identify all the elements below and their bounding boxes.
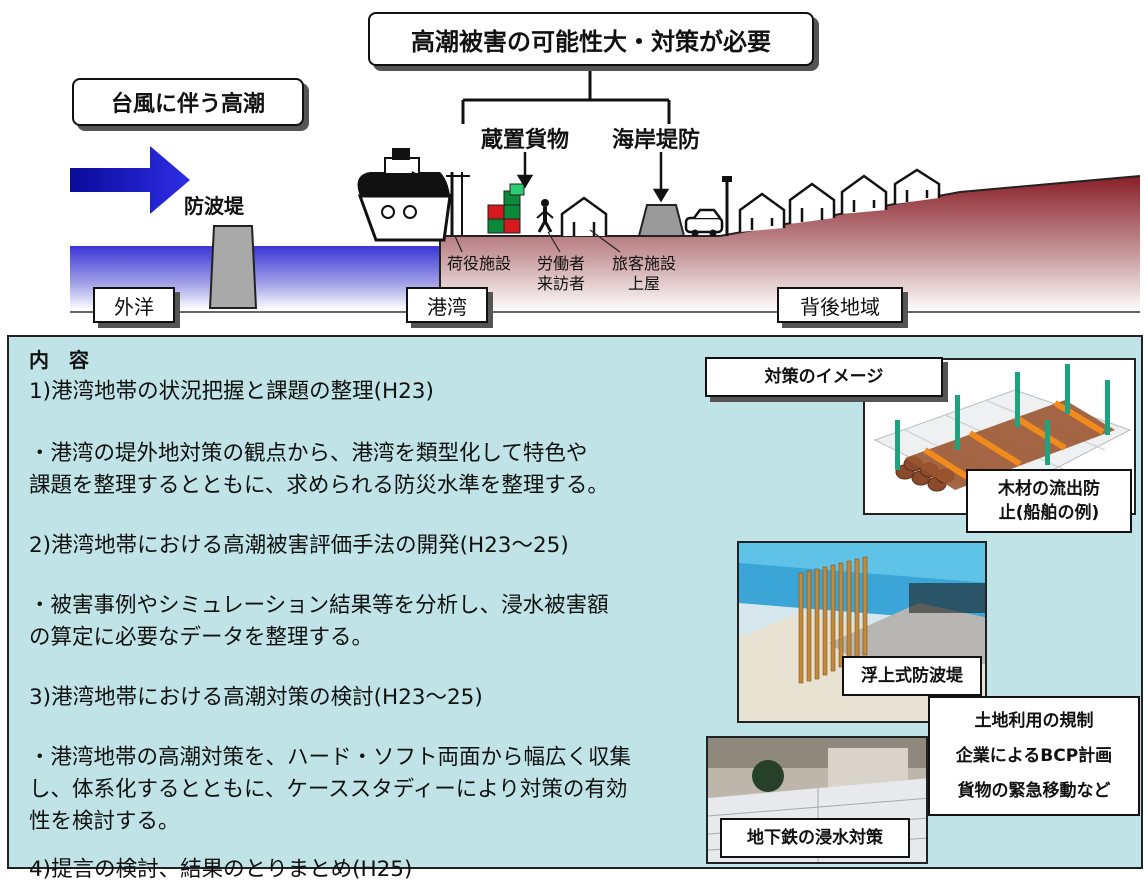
surge-arrow — [70, 146, 190, 214]
houses-icon — [738, 168, 941, 232]
callout-connector — [461, 64, 671, 124]
item-3-desc-line-3: 性を検討する。 — [29, 809, 180, 834]
stored-cargo-label: 蔵置貨物 — [481, 128, 570, 153]
worker-icon — [536, 199, 554, 233]
soft-measures-box: 土地利用の規制 企業によるBCP計画 貨物の緊急移動など — [928, 696, 1140, 816]
passenger-facility-label: 旅客施設 — [612, 254, 677, 273]
item-3-desc-line-2: し、体系化するとともに、ケーススタディーにより対策の有効 — [29, 777, 628, 802]
seawall — [637, 204, 686, 237]
breakwater-label: 防波堤 — [184, 194, 244, 218]
item-1-desc-line-2: 課題を整理するとともに、求められる防災水準を整理する。 — [29, 473, 609, 498]
item-1-desc-line-1: ・港湾の堤外地対策の観点から、港湾を類型化して特色や — [29, 441, 588, 466]
ship-icon — [357, 148, 453, 242]
item-4-title: 4)提言の検討、結果のとりまとめ(H25) — [29, 857, 413, 882]
typhoon-label: 台風に伴う高潮 — [72, 78, 304, 126]
soft-measure-cargo-move: 貨物の緊急移動など — [957, 780, 1111, 801]
soft-measure-land-use: 土地利用の規制 — [974, 711, 1094, 732]
shed-icon — [560, 196, 608, 236]
measures-image-title: 対策のイメージ — [705, 357, 943, 397]
workers-label: 労働者 — [537, 254, 586, 273]
cargo-containers-icon — [487, 183, 525, 234]
pointer-arrows — [516, 152, 670, 203]
item-1-title: 1)港湾地帯の状況把握と課題の整理(H23) — [29, 379, 434, 404]
timber-caption: 木材の流出防 止(船舶の例) — [966, 469, 1132, 533]
zone-port: 港湾 — [406, 287, 488, 323]
item-3-title: 3)港湾地帯における高潮対策の検討(H23～25) — [29, 685, 483, 710]
zone-open-sea: 外洋 — [93, 287, 175, 323]
visitors-label: 来訪者 — [537, 274, 586, 293]
item-2-desc-line-2: の算定に必要なデータを整理する。 — [29, 625, 374, 650]
shed-label: 上屋 — [628, 274, 661, 293]
storm-surge-illustration — [70, 64, 1141, 313]
floating-breakwater-caption: 浮上式防波堤 — [842, 656, 982, 696]
timber-caption-line-2: 止(船舶の例) — [998, 503, 1100, 523]
soft-measure-bcp: 企業によるBCP計画 — [955, 745, 1113, 766]
subway-caption: 地下鉄の浸水対策 — [720, 818, 910, 858]
cargo-facility-label: 荷役施設 — [447, 254, 512, 273]
crane-icon — [446, 172, 470, 236]
item-3-desc-line-1: ・港湾地帯の高潮対策を、ハード・ソフト両面から幅広く収集 — [29, 745, 632, 770]
top-callout: 高潮被害の可能性大・対策が必要 — [368, 12, 814, 66]
land — [440, 176, 1140, 312]
car-icon — [684, 208, 724, 237]
content-heading: 内 容 — [29, 348, 89, 372]
breakwater — [208, 225, 258, 309]
zone-hinterland: 背後地域 — [777, 287, 903, 323]
timber-caption-line-1: 木材の流出防 — [998, 479, 1100, 499]
item-2-desc-line-1: ・被害事例やシミュレーション結果等を分析し、浸水被害額 — [29, 593, 609, 618]
seawall-label: 海岸堤防 — [612, 128, 701, 153]
item-2-title: 2)港湾地帯における高潮被害評価手法の開発(H23～25) — [29, 533, 569, 558]
street-lamp-icon — [722, 176, 732, 236]
